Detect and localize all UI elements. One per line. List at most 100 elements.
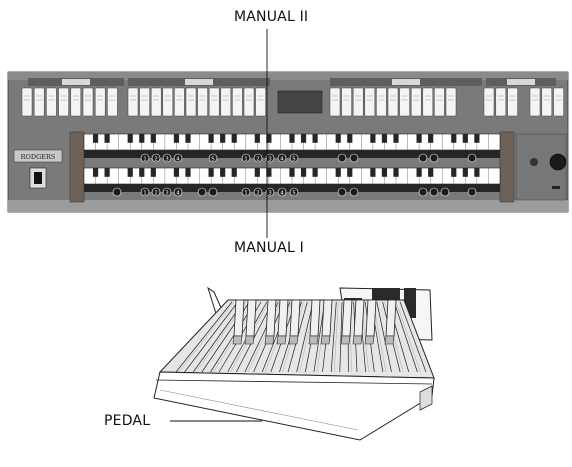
stop-tab (174, 87, 185, 117)
pedal-sharp-end (232, 335, 243, 345)
piston (265, 187, 275, 197)
pedal-sharp (265, 299, 277, 337)
stop-tab (410, 87, 422, 117)
piston-label: 2 (154, 156, 158, 162)
piston (140, 187, 150, 197)
black-key (289, 168, 295, 177)
pedal-key (339, 301, 343, 373)
piston (151, 187, 161, 197)
pedalboard-front-line (159, 389, 359, 431)
pedal-key (376, 301, 392, 373)
piston-label: 3 (268, 156, 272, 162)
stop-tab (445, 87, 457, 117)
stop-tab (208, 87, 220, 117)
usb-port (552, 186, 560, 189)
black-key (312, 168, 318, 177)
black-key (266, 134, 272, 143)
label-manual-ii: MANUAL II (234, 9, 309, 25)
pedal-key-shade (333, 301, 339, 373)
piston (162, 153, 172, 163)
pedalboard-side (419, 385, 433, 411)
piston (140, 153, 150, 163)
pedalboard (153, 286, 435, 441)
pedal-sharp-end (364, 335, 375, 345)
black-key (428, 168, 434, 177)
stop-tab (507, 87, 518, 117)
black-key (416, 168, 422, 177)
piston (151, 153, 161, 163)
pedal-sharp (245, 299, 257, 337)
stop-tab (376, 87, 387, 117)
pedal-sharp-end (288, 335, 299, 345)
black-key (370, 134, 376, 143)
stop-tab (387, 87, 399, 117)
black-key (127, 134, 133, 143)
pedalboard-front-edge (155, 379, 433, 385)
pedal-key (175, 301, 233, 373)
stop-tab (364, 87, 376, 117)
pedal-key-shade (395, 301, 421, 373)
black-key (104, 168, 110, 177)
brand-name: RODGERS (21, 153, 56, 161)
black-key (416, 134, 422, 143)
black-key (335, 134, 341, 143)
piston (253, 153, 263, 163)
stop-tab (58, 87, 69, 117)
pedal-sharp-end (308, 335, 319, 345)
tab-group-name-plate (392, 79, 420, 85)
piston (277, 153, 287, 163)
piston (289, 153, 299, 163)
stop-tab (127, 87, 139, 117)
piston-label: 4 (280, 156, 284, 162)
pedal-key (296, 301, 314, 373)
black-key (393, 134, 399, 143)
pedal-sharp-end (352, 335, 363, 345)
black-key (127, 168, 133, 177)
left-cheek (69, 131, 85, 203)
black-key (185, 134, 191, 143)
stop-tab (352, 87, 364, 117)
stop-tab (162, 87, 174, 117)
black-key (254, 168, 260, 177)
pedal-sharp (353, 299, 365, 337)
label-manual-i: MANUAL I (234, 240, 304, 256)
black-key (139, 134, 145, 143)
piston (197, 187, 207, 197)
pedal-sharp (277, 299, 289, 337)
piston (208, 187, 218, 197)
pedal-sharp (341, 299, 353, 337)
piston-label: S (211, 156, 215, 162)
black-key (289, 134, 295, 143)
stop-tab (495, 87, 507, 117)
black-key (300, 134, 307, 143)
headphone-jack (530, 158, 538, 166)
stop-tab (70, 87, 82, 117)
piston-label: 3 (165, 190, 169, 196)
piston (253, 187, 263, 197)
tab-group-name-plate (62, 79, 90, 85)
console-bottom-edge (8, 200, 568, 212)
pedal-sharp (309, 299, 321, 337)
piston (467, 153, 477, 163)
pedal-key (393, 301, 418, 373)
stop-tab (255, 87, 266, 117)
label-pedal: PEDAL (104, 413, 151, 429)
black-key (231, 134, 237, 143)
stop-tab (341, 87, 352, 117)
piston (337, 187, 347, 197)
pedal-sharp (289, 299, 301, 337)
stop-tab (150, 87, 162, 117)
black-key (451, 134, 457, 143)
piston-label: 4 (280, 190, 284, 196)
power-switch (34, 172, 42, 184)
black-key (92, 168, 99, 177)
black-key (347, 168, 353, 177)
black-key (474, 168, 480, 177)
pedal-sharp-end (264, 335, 275, 345)
black-key (451, 168, 457, 177)
piston (277, 187, 287, 197)
black-key (370, 168, 376, 177)
pedal-key (399, 301, 427, 373)
pedal-sharp (233, 299, 245, 337)
